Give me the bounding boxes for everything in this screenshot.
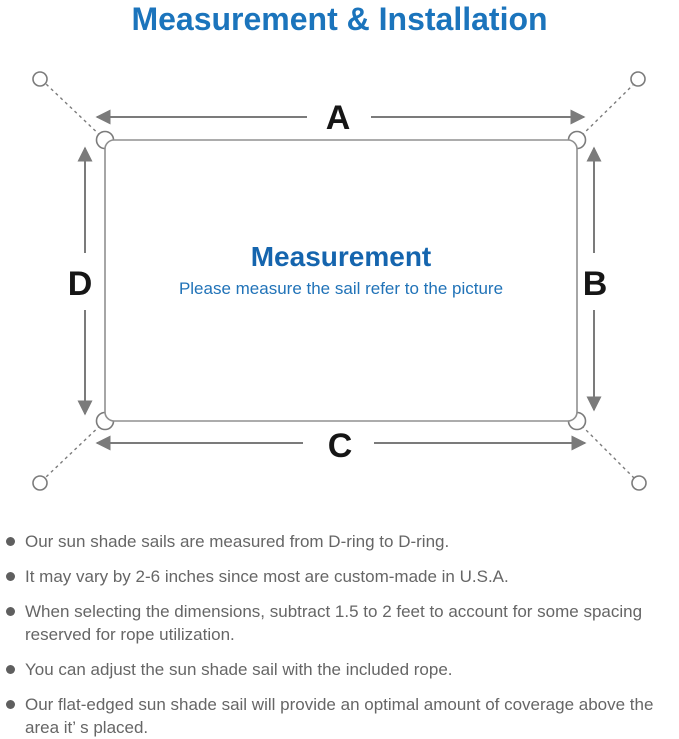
bullet-dot-icon bbox=[6, 665, 15, 674]
rope-line-top-right bbox=[576, 84, 634, 141]
dimension-label-c: C bbox=[328, 427, 353, 465]
list-item: It may vary by 2-6 inches since most are… bbox=[6, 565, 668, 588]
mounting-point-icon-top-right bbox=[630, 71, 646, 87]
bullet-dot-icon bbox=[6, 607, 15, 616]
mounting-point-icon-top-left bbox=[32, 71, 48, 87]
rope-line-bottom-right bbox=[576, 420, 635, 479]
bullet-dot-icon bbox=[6, 537, 15, 546]
note-text: Our flat-edged sun shade sail will provi… bbox=[25, 695, 654, 737]
list-item: Our sun shade sails are measured from D-… bbox=[6, 530, 668, 553]
note-text: You can adjust the sun shade sail with t… bbox=[25, 660, 453, 679]
note-text: Our sun shade sails are measured from D-… bbox=[25, 532, 450, 551]
note-text: It may vary by 2-6 inches since most are… bbox=[25, 567, 509, 586]
dimension-label-b: B bbox=[583, 265, 608, 303]
mounting-point-circles bbox=[32, 71, 647, 491]
dimension-label-d: D bbox=[68, 265, 93, 303]
mounting-point-icon-bottom-left bbox=[32, 475, 48, 491]
dimension-label-a: A bbox=[326, 99, 351, 137]
rope-line-top-left bbox=[45, 83, 106, 141]
list-item: You can adjust the sun shade sail with t… bbox=[6, 658, 668, 681]
list-item: When selecting the dimensions, subtract … bbox=[6, 600, 668, 646]
bullet-dot-icon bbox=[6, 572, 15, 581]
list-item: Our flat-edged sun shade sail will provi… bbox=[6, 693, 668, 739]
mounting-point-icon-bottom-right bbox=[631, 475, 647, 491]
page-title: Measurement & Installation bbox=[131, 1, 548, 37]
rope-dashed-lines bbox=[45, 83, 635, 479]
dimension-lines bbox=[77, 109, 602, 451]
measurement-diagram: A B C D bbox=[32, 71, 647, 491]
bullet-dot-icon bbox=[6, 700, 15, 709]
notes-list: Our sun shade sails are measured from D-… bbox=[6, 530, 668, 739]
note-text: When selecting the dimensions, subtract … bbox=[25, 602, 643, 644]
rope-line-bottom-left bbox=[45, 420, 106, 478]
sail-outline bbox=[104, 139, 578, 422]
